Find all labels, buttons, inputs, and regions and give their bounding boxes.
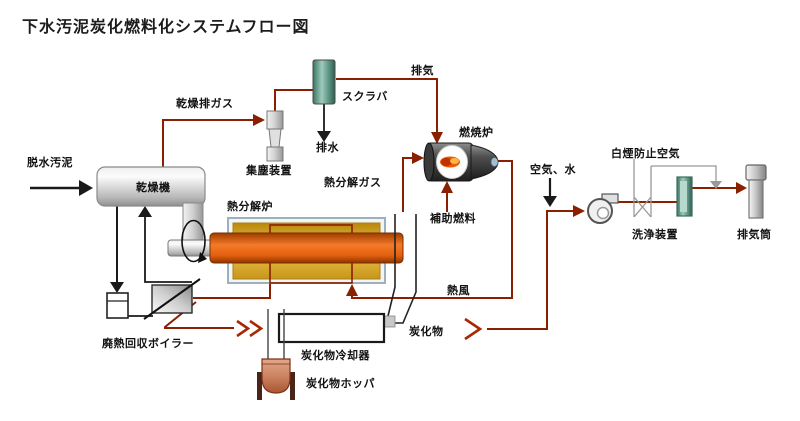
label-dewatered-sludge: 脱水汚泥 (27, 156, 73, 169)
blower-fan (587, 193, 619, 224)
collector-top (266, 110, 284, 130)
stack-body (748, 179, 764, 219)
label-drying-exhaust-gas: 乾燥排ガス (176, 97, 234, 110)
waste-heat-boiler-vessel (143, 278, 201, 320)
label-combustion-furnace: 燃焼炉 (459, 126, 494, 139)
dust-collector-vessel (266, 110, 284, 162)
flame-icon (441, 158, 452, 166)
cooler-inlet-joint (383, 315, 396, 328)
stack-cap (745, 164, 767, 181)
carbide-outlet-duct (388, 214, 417, 324)
arrow-down-icon (317, 131, 331, 142)
rotary-kiln-tube (209, 232, 404, 264)
arrow-down-icon (431, 132, 443, 144)
label-dryer: 乾燥機 (136, 181, 171, 194)
white-smoke-air-path (633, 159, 717, 218)
arrow-up-icon (441, 181, 453, 193)
arrow-right-icon (253, 114, 265, 126)
jacket-to-boiler-line (193, 281, 271, 299)
scrubber-vessel (312, 59, 336, 105)
dryer-discharge-duct (182, 202, 204, 242)
washer-core (680, 181, 687, 212)
arrow-right-icon (79, 180, 93, 196)
boiler-outlet-line (164, 301, 234, 329)
rotation-icon (181, 219, 206, 263)
exhaust-stack-vessel (745, 164, 767, 219)
label-drainage: 排水 (316, 141, 339, 154)
label-pyrolysis-gas: 熱分解ガス (324, 176, 382, 189)
arrow-down-icon (710, 181, 722, 189)
label-exhaust-stack: 排気筒 (737, 228, 772, 241)
arrow-right-icon (736, 182, 747, 194)
washing-device-vessel (676, 176, 693, 217)
collector-cone (268, 128, 282, 148)
arrow-down-icon (543, 196, 557, 207)
heat-exchanger-icon (633, 196, 652, 218)
flame-icon (450, 158, 459, 164)
black-arrowheads (79, 131, 557, 293)
hopper-leg (290, 372, 295, 400)
page-title: 下水汚泥炭化燃料化システムフロー図 (22, 17, 310, 36)
hopper-leg (257, 372, 262, 400)
label-exhaust: 排気 (411, 64, 434, 77)
pyrolysis-furnace-vessel (209, 217, 404, 284)
chevron-icon (236, 319, 251, 338)
label-washing-device: 洗浄装置 (632, 228, 678, 241)
label-air-water: 空気、水 (530, 163, 576, 176)
label-scrubber: スクラバ (342, 90, 388, 103)
pyrolysis-gas-line (402, 157, 412, 212)
hot-air-line (351, 160, 513, 299)
continuation-chevrons (236, 317, 483, 341)
rotation-arrow-icon (198, 252, 207, 263)
label-auxiliary-fuel: 補助燃料 (430, 212, 476, 225)
label-dust-collector: 集塵装置 (246, 164, 292, 177)
arrow-right-icon (573, 205, 585, 217)
carbide-outlet-duct (387, 214, 396, 317)
boiler-diagonal (143, 278, 201, 320)
black-lines (30, 104, 552, 317)
blower-hub (596, 206, 610, 220)
combustion-furnace-vessel (423, 142, 499, 182)
red-arrowheads (253, 114, 747, 296)
carbide-cooler-vessel (277, 312, 386, 344)
arrow-up-icon (138, 206, 152, 217)
dryer-vessel (96, 166, 206, 207)
label-carbide-hopper: 炭化物ホッパ (306, 377, 375, 390)
label-waste-heat-recovery-boiler: 廃熱回収ボイラー (102, 337, 194, 350)
water-tank (106, 292, 129, 319)
collector-base (266, 146, 284, 162)
label-white-smoke-prevention-air: 白煙防止空気 (611, 147, 680, 160)
label-hot-air: 熱風 (447, 284, 470, 297)
fluegas-to-blower-line (487, 210, 573, 330)
collector-to-scrubber-line (274, 89, 313, 112)
label-carbide: 炭化物 (409, 325, 444, 338)
burner-end-cap (423, 142, 435, 182)
chevron-icon (249, 319, 264, 338)
label-carbide-cooler: 炭化物冷却器 (301, 349, 370, 362)
arrow-down-icon (110, 282, 124, 293)
air-injection-line (651, 165, 717, 181)
red-flow-lines (162, 78, 737, 330)
scrubber-exhaust-line (336, 78, 438, 132)
arrow-up-icon (346, 284, 358, 296)
hopper-pot (261, 358, 291, 394)
label-pyrolysis-furnace: 熱分解炉 (227, 200, 273, 213)
steam-return-line (144, 217, 192, 283)
nozzle-tip (490, 157, 499, 167)
carbide-hopper-vessel (257, 358, 295, 400)
arrow-right-icon (412, 152, 424, 164)
chevron-icon (464, 317, 483, 341)
drying-exhaust-line (162, 119, 253, 168)
